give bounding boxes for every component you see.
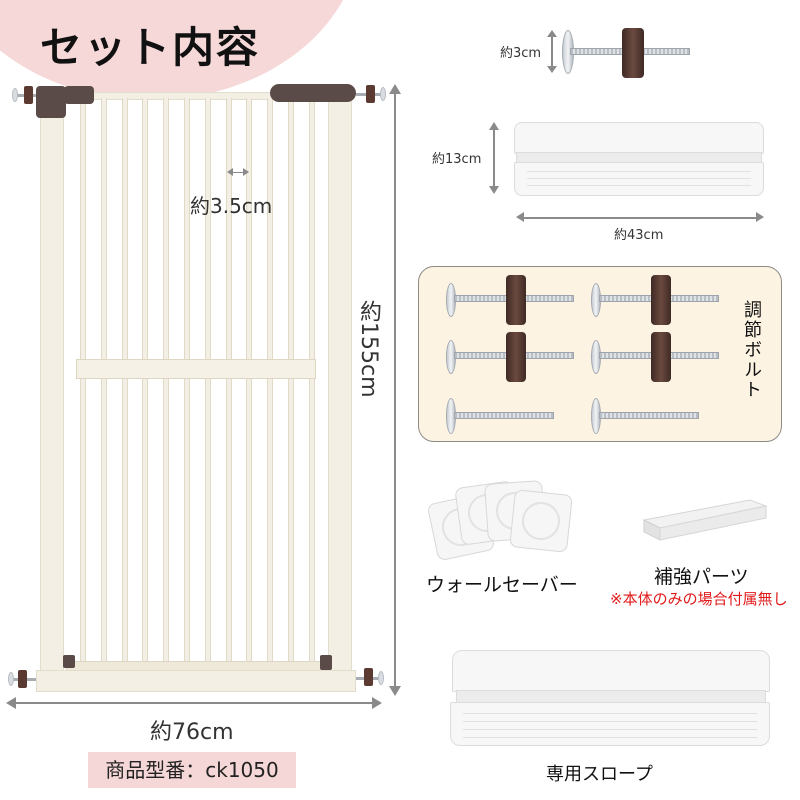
- adjust-bolt-with-nut-icon: [446, 275, 578, 325]
- gate-bar: [267, 98, 274, 662]
- gate-right-post: [328, 100, 352, 692]
- slope-width-dimension-line: [520, 217, 760, 219]
- slope-width-label: 約43cm: [614, 228, 664, 243]
- knob-bolt-size-label: 約3cm: [500, 46, 542, 61]
- gate-bar: [184, 98, 190, 662]
- gate-left-post: [40, 112, 64, 692]
- gate-latch-left: [36, 86, 66, 118]
- gate-bar: [225, 98, 232, 662]
- slope-large-bottom: [450, 702, 770, 746]
- tension-knob-icon: [366, 85, 375, 103]
- adjust-bolts-label: 調節ボルト: [741, 300, 762, 400]
- arrow-down-icon: [389, 686, 401, 696]
- page-title: セット内容: [40, 23, 261, 72]
- height-dimension-line: [394, 92, 396, 688]
- arrow-left-icon: [227, 168, 233, 176]
- reinforcement-note: ※本体のみの場合付属無し: [610, 590, 788, 608]
- gate-illustration: 約3.5cm 約155cm: [0, 0, 410, 720]
- adjust-bolt-with-nut-icon: [591, 275, 723, 325]
- knob-bolt-dimension-line: [551, 34, 553, 70]
- gate-stopper-right: [320, 655, 332, 670]
- knob-bolt-icon: [562, 28, 692, 78]
- model-number-badge: 商品型番：ck1050: [88, 752, 296, 788]
- slope-label: 専用スロープ: [546, 764, 653, 785]
- reinforcement-label: 補強パーツ: [654, 566, 749, 588]
- gate-bar: [288, 98, 294, 662]
- bolt-head-icon: [8, 672, 14, 686]
- arrow-up-icon: [547, 30, 557, 37]
- gate-base: [36, 670, 356, 692]
- gate-latch-handle: [64, 86, 94, 104]
- bolt-head-icon: [380, 87, 386, 101]
- width-dimension-line: [14, 702, 374, 704]
- gate-stopper-left: [63, 655, 75, 668]
- gate-width-label: 約76cm: [150, 720, 234, 745]
- arrow-down-icon: [489, 186, 499, 194]
- arrow-left-icon: [516, 212, 524, 222]
- arrow-left-icon: [6, 697, 16, 709]
- bolt-head-icon: [12, 88, 18, 102]
- adjust-bolt-icon: [591, 392, 723, 440]
- gate-bar: [163, 98, 170, 662]
- arrow-down-icon: [547, 66, 557, 73]
- arrow-up-icon: [489, 122, 499, 130]
- gate-middle-rail: [76, 359, 316, 379]
- gate-latch-right: [270, 84, 356, 102]
- slope-height-dimension-line: [493, 126, 495, 188]
- tension-knob-icon: [364, 668, 373, 686]
- tension-knob-icon: [24, 86, 33, 104]
- slope-piece-bottom: [514, 162, 764, 196]
- tension-knob-icon: [18, 670, 27, 688]
- gate-bar: [204, 98, 211, 662]
- gate-bar: [80, 98, 86, 662]
- slope-piece-top: [514, 122, 764, 154]
- gate-bar: [121, 98, 128, 662]
- adjust-bolt-with-nut-icon: [446, 332, 578, 382]
- reinforcement-channel-icon: [642, 499, 768, 541]
- arrow-up-icon: [389, 84, 401, 94]
- gate-bar: [100, 98, 107, 662]
- wall-saver-label: ウォールセーバー: [426, 574, 578, 596]
- gate-bar: [142, 98, 149, 662]
- spacing-dimension-line: [230, 172, 246, 173]
- slope-height-label: 約13cm: [432, 152, 482, 167]
- bar-spacing-label: 約3.5cm: [190, 194, 273, 218]
- adjust-bolt-with-nut-icon: [591, 332, 723, 382]
- gate-bar: [308, 98, 315, 662]
- gate-height-label: 約155cm: [356, 300, 381, 398]
- gate-bar: [246, 98, 253, 662]
- arrow-right-icon: [243, 168, 249, 176]
- arrow-right-icon: [756, 212, 764, 222]
- arrow-right-icon: [372, 697, 382, 709]
- slope-large-top: [452, 650, 770, 692]
- gate-top-rail: [68, 92, 273, 100]
- bolt-head-icon: [378, 671, 384, 685]
- adjust-bolt-icon: [446, 392, 578, 440]
